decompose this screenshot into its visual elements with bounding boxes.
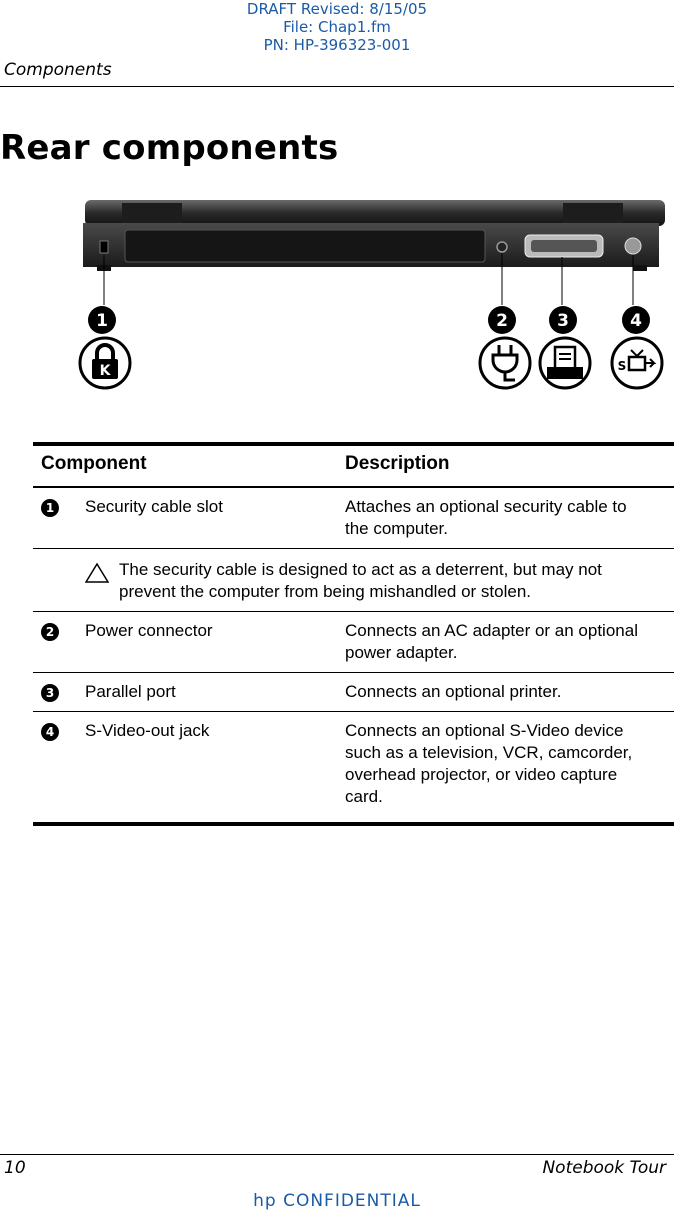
running-header: Components xyxy=(4,60,112,80)
component-name: Parallel port xyxy=(85,672,345,712)
page-title: Rear components xyxy=(0,128,339,168)
callout-1-label: 1 xyxy=(96,311,108,331)
draft-stamp: DRAFT Revised: 8/15/05 File: Chap1.fm PN… xyxy=(0,0,674,54)
table-row: 4 S-Video-out jack Connects an optional … xyxy=(33,711,674,826)
power-port xyxy=(496,241,508,253)
draft-revised-line: DRAFT Revised: 8/15/05 xyxy=(246,0,428,18)
notebook-rear-illustration: 1 2 3 4 K xyxy=(78,200,665,390)
table-row: 3 Parallel port Connects an optional pri… xyxy=(33,672,674,712)
svideo-s-letter: S xyxy=(618,359,627,373)
component-description: Connects an optional printer. xyxy=(345,672,674,712)
footer-rule xyxy=(0,1154,674,1155)
draft-pn-line: PN: HP-396323-001 xyxy=(263,36,411,54)
header-description: Description xyxy=(345,442,674,488)
component-description: Attaches an optional security cable to t… xyxy=(345,497,627,538)
table-row: 1 Security cable slot Attaches an option… xyxy=(33,487,674,549)
callout-4: 4 xyxy=(622,306,650,334)
header-component: Component xyxy=(33,442,345,488)
draft-file-line: File: Chap1.fm xyxy=(283,18,391,36)
page-number: 10 xyxy=(4,1158,26,1178)
security-lock-icon: K xyxy=(78,336,132,390)
table-header-row: Component Description xyxy=(33,442,674,488)
callout-3-label: 3 xyxy=(557,311,569,331)
callout-1: 1 xyxy=(88,306,116,334)
header-rule xyxy=(0,86,674,87)
component-name: Security cable slot xyxy=(85,487,345,549)
row-number-badge: 1 xyxy=(41,499,59,517)
header-component-label: Component xyxy=(41,453,147,474)
callout-3: 3 xyxy=(549,306,577,334)
component-description: Connects an optional S-Video device such… xyxy=(345,721,633,806)
row-number-badge: 2 xyxy=(41,623,59,641)
caution-triangle-icon xyxy=(85,563,109,583)
table-row: The security cable is designed to act as… xyxy=(33,548,674,612)
power-plug-icon xyxy=(478,336,532,390)
header-description-label: Description xyxy=(345,453,450,474)
caution-note: The security cable is designed to act as… xyxy=(85,548,674,612)
callout-2-label: 2 xyxy=(496,311,508,331)
confidential-mark: hp CONFIDENTIAL xyxy=(253,1191,421,1211)
row-number-badge: 3 xyxy=(41,684,59,702)
security-slot-port xyxy=(99,240,109,254)
rear-view-figure: 1 2 3 4 K xyxy=(75,195,665,395)
components-table: Component Description 1 Security cable s… xyxy=(33,442,674,826)
component-name: S-Video-out jack xyxy=(85,711,345,826)
component-description: Connects an AC adapter or an optional po… xyxy=(345,611,674,673)
s-video-port xyxy=(624,237,642,255)
component-name: Power connector xyxy=(85,611,345,673)
printer-icon xyxy=(538,336,592,390)
s-video-icon: S xyxy=(610,336,664,390)
table-row: 2 Power connector Connects an AC adapter… xyxy=(33,611,674,673)
chapter-title: Notebook Tour xyxy=(542,1158,666,1178)
lock-k-letter: K xyxy=(100,363,112,379)
callout-2: 2 xyxy=(488,306,516,334)
caution-text: The security cable is designed to act as… xyxy=(119,560,602,601)
row-number-badge: 4 xyxy=(41,723,59,741)
callout-4-label: 4 xyxy=(630,311,642,331)
